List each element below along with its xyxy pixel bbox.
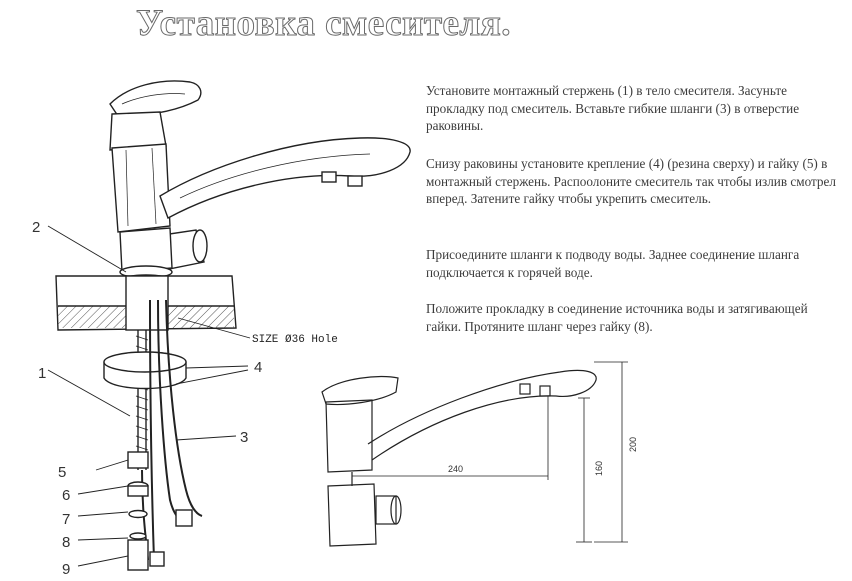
faucet-exploded-drawing (47, 80, 411, 571)
faucet-profile-drawing (321, 361, 628, 547)
part-label-6: 6 (62, 487, 70, 504)
instruction-step-1: Установите монтажный стержень (1) в тело… (426, 83, 800, 134)
part-label-2: 2 (32, 219, 40, 236)
part-label-8: 8 (62, 534, 70, 551)
page-title: Установка смесителя. (136, 3, 511, 45)
dimension-spout-length: 240 (448, 464, 463, 474)
instruction-step-2: Снизу раковины установите крепление (4) … (426, 156, 836, 207)
part-label-1: 1 (38, 365, 46, 382)
dimension-height-inner: 160 (594, 461, 604, 476)
instruction-step-3: Присоедините шланги к подводу воды. Задн… (426, 247, 800, 280)
part-label-3: 3 (240, 429, 248, 446)
hole-size-label: SIZE Ø36 Hole (252, 334, 338, 346)
part-label-7: 7 (62, 511, 70, 528)
part-label-4: 4 (254, 359, 262, 376)
part-label-5: 5 (58, 464, 66, 481)
instruction-step-4: Положите прокладку в соединение источник… (426, 301, 808, 334)
dimension-height-total: 200 (628, 437, 638, 452)
part-label-9: 9 (62, 561, 70, 578)
